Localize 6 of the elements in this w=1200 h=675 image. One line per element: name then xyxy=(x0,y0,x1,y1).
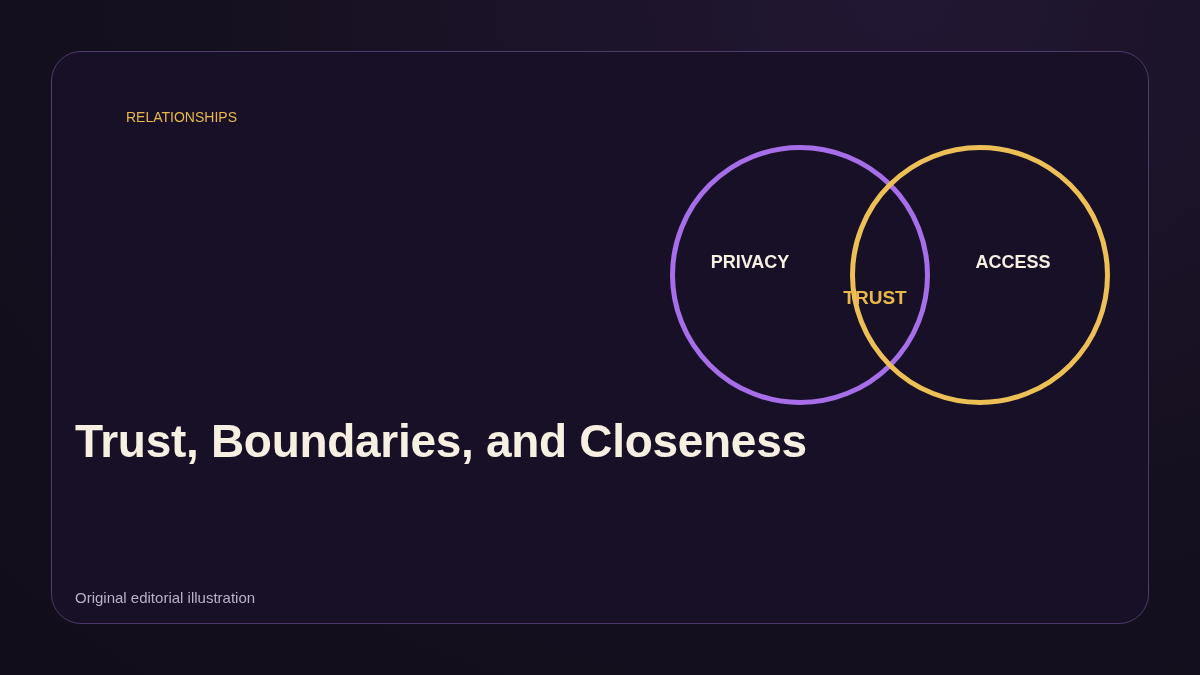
circle-label: PRIVACY xyxy=(710,251,790,273)
circle-label: ACCESS xyxy=(975,251,1051,273)
venn-circle xyxy=(670,145,930,405)
headline: Trust, Boundaries, and Closeness xyxy=(75,414,807,468)
category-label: RELATIONSHIPS xyxy=(126,109,237,125)
footer-caption: Original editorial illustration xyxy=(75,589,256,606)
